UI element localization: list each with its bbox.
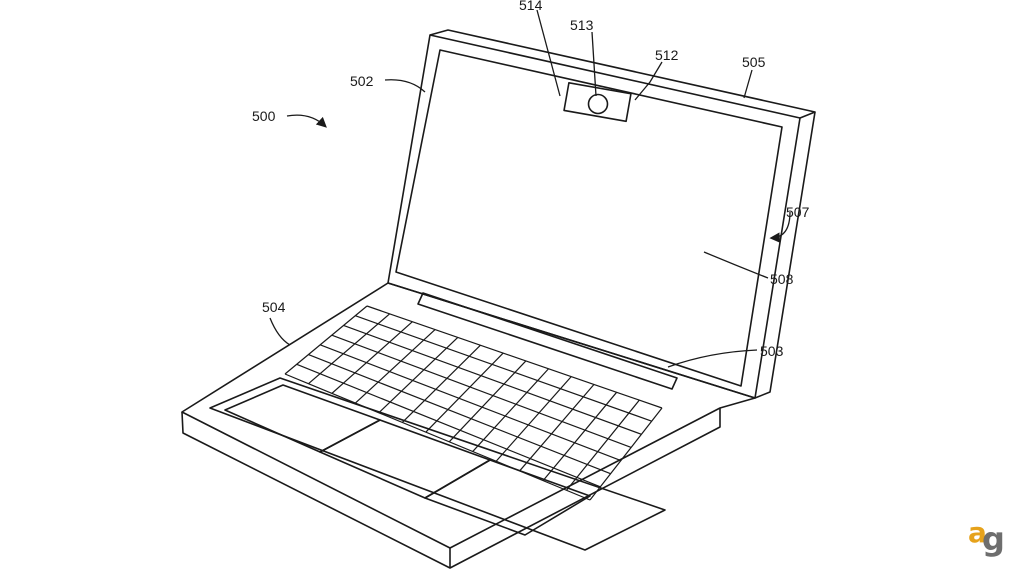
leader-500 (286, 114, 327, 128)
keyboard-row-line (284, 373, 591, 501)
base-front-edge (181, 408, 721, 569)
lid-front-outline (387, 34, 801, 399)
keyboard-column-line (542, 391, 618, 481)
keyboard-column-line (589, 407, 663, 501)
keyboard-column-line (519, 384, 595, 472)
leader-507 (769, 211, 791, 243)
keyboard-row-line (355, 315, 652, 422)
leader-504 (269, 317, 291, 346)
trackpad-left (224, 384, 381, 453)
keyboard-column-line (354, 329, 436, 404)
leader-512 (634, 61, 663, 101)
leader-503 (667, 349, 758, 368)
ref-504: 504 (262, 299, 286, 315)
leader-513 (591, 31, 597, 97)
logo-letter-a: a (968, 516, 987, 549)
palm-rest-outline (209, 377, 666, 551)
leader-508 (703, 251, 769, 279)
keyboard-column-line (472, 368, 549, 452)
camera-lens (587, 93, 609, 115)
keyboard-row-line (308, 354, 611, 475)
ref-503: 503 (760, 343, 784, 359)
keyboard-column-line (378, 336, 459, 414)
lid-top-edge (429, 29, 816, 119)
keyboard-column-line (425, 352, 504, 433)
keyboard-column-line (566, 399, 640, 491)
keyboard-row-line (319, 344, 622, 462)
leader-505 (743, 69, 753, 99)
keyboard-column-line (495, 376, 572, 462)
lid-right-edge (754, 111, 816, 399)
ref-513: 513 (570, 17, 594, 33)
trackpad-right (424, 459, 591, 536)
keyboard-column-line (331, 321, 413, 394)
display-screen (395, 49, 783, 387)
ref-500: 500 (252, 108, 276, 124)
site-logo: a g (968, 517, 1008, 557)
keyboard-column-line (401, 344, 481, 423)
base-top-outline (181, 282, 756, 549)
ref-502: 502 (350, 73, 374, 89)
keyboard-column-line (308, 313, 391, 385)
camera-housing (563, 82, 632, 123)
keyboard-row-line (343, 324, 642, 435)
keyboard-row-line (296, 363, 601, 488)
ref-512: 512 (655, 47, 679, 63)
keyboard-column-line (284, 305, 368, 375)
keyboard-grid (284, 305, 663, 501)
ref-507: 507 (786, 204, 810, 220)
ref-505: 505 (742, 54, 766, 70)
keyboard-column-line (448, 360, 527, 443)
hinge-bar (417, 292, 678, 390)
keyboard-row-line (366, 305, 663, 409)
ref-508: 508 (770, 271, 794, 287)
logo-letter-g: g (982, 520, 1005, 558)
ref-514: 514 (519, 0, 543, 13)
keyboard-row-line (331, 334, 632, 448)
leader-502 (384, 79, 426, 93)
leader-514 (536, 9, 561, 97)
